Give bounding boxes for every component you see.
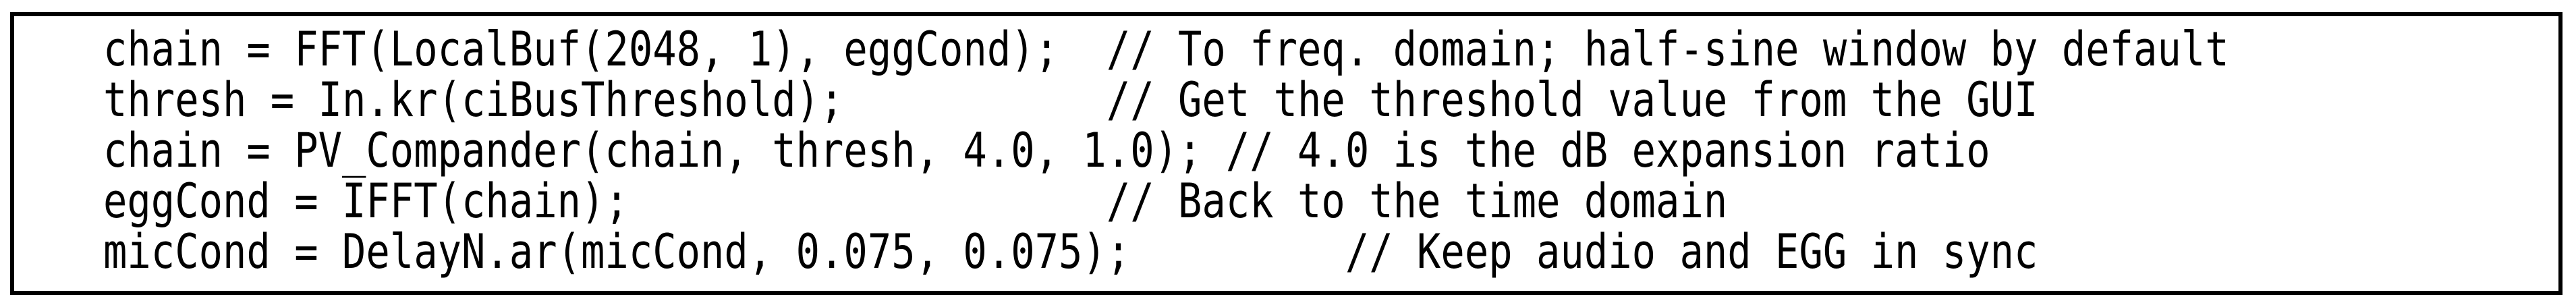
code-line-5: micCond = DelayN.ar(micCond, 0.075, 0.07… xyxy=(103,224,2038,279)
code-listing-box: chain = FFT(LocalBuf(2048, 1), eggCond);… xyxy=(10,12,2563,295)
code-line-3: chain = PV_Compander(chain, thresh, 4.0,… xyxy=(103,123,1990,178)
code-line-1: chain = FFT(LocalBuf(2048, 1), eggCond);… xyxy=(103,22,2229,77)
code-line-2: thresh = In.kr(ciBusThreshold); // Get t… xyxy=(103,72,2038,128)
code-listing: chain = FFT(LocalBuf(2048, 1), eggCond);… xyxy=(103,22,2558,279)
code-line-4: eggCond = IFFT(chain); // Back to the ti… xyxy=(103,173,1728,229)
